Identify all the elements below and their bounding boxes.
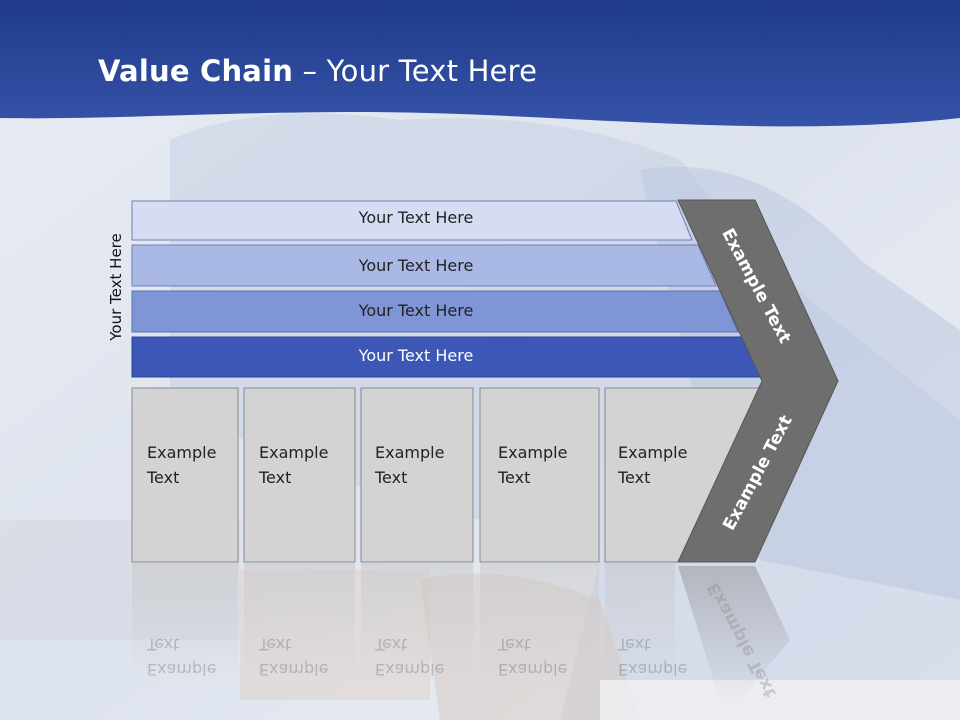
box-2-line1: Example	[259, 443, 329, 462]
box-2-reflection-line2: Text	[259, 635, 292, 654]
slide-title: Value Chain – Your Text Here	[98, 54, 537, 88]
box-1-line2: Text	[147, 468, 180, 487]
box-3-text: Example Text	[375, 440, 475, 490]
side-label: Your Text Here	[107, 233, 125, 341]
title-rest: – Your Text Here	[293, 54, 538, 88]
box-2-line2: Text	[259, 468, 292, 487]
box-3-line2: Text	[375, 468, 408, 487]
box-4-reflection-line2: Text	[498, 635, 531, 654]
box-4-line2: Text	[498, 468, 531, 487]
box-5-reflection-line2: Text	[618, 635, 651, 654]
box-2-reflection-line1: Example	[259, 660, 329, 679]
box-4-reflection-line1: Example	[498, 660, 568, 679]
bar-3-label: Your Text Here	[358, 301, 474, 320]
box-2-reflection: Example Text	[259, 632, 359, 682]
chevron-shape	[677, 199, 839, 563]
bar-1-shape	[131, 200, 693, 241]
title-bold: Value Chain	[98, 54, 294, 88]
bar-2-label: Your Text Here	[358, 256, 474, 275]
box-1-reflection: Example Text	[147, 632, 247, 682]
box-3-reflection: Example Text	[375, 632, 475, 682]
box-3-reflection-line2: Text	[375, 635, 408, 654]
bar-4-label: Your Text Here	[358, 346, 474, 365]
box-5-line2: Text	[618, 468, 651, 487]
box-3-shape	[360, 387, 474, 563]
box-5-reflection: Example Text	[618, 632, 718, 682]
box-5-reflection-line1: Example	[618, 660, 688, 679]
box-1-line1: Example	[147, 443, 217, 462]
bar-3-shape	[131, 290, 739, 333]
box-1-reflection-line1: Example	[147, 660, 217, 679]
box-3-reflection-line1: Example	[375, 660, 445, 679]
box-4-text: Example Text	[498, 440, 598, 490]
box-1-reflection-line2: Text	[147, 635, 180, 654]
box-2-shape	[243, 387, 356, 563]
bar-1-label: Your Text Here	[358, 208, 474, 227]
box-1-shape	[131, 387, 239, 563]
box-5-line1: Example	[618, 443, 688, 462]
box-2-text: Example Text	[259, 440, 359, 490]
box-5-text: Example Text	[618, 440, 718, 490]
box-4-shape	[479, 387, 600, 563]
box-1-text: Example Text	[147, 440, 247, 490]
bar-2-shape	[131, 244, 717, 287]
box-4-line1: Example	[498, 443, 568, 462]
box-4-reflection: Example Text	[498, 632, 598, 682]
box-3-line1: Example	[375, 443, 445, 462]
